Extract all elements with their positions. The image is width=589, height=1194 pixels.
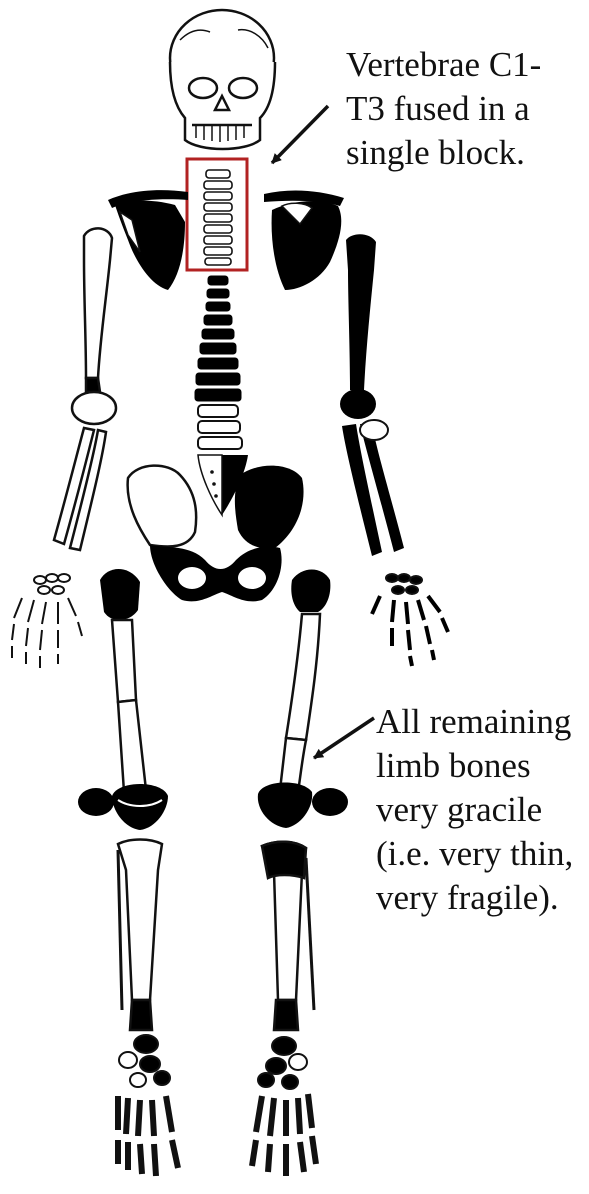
left-hand xyxy=(372,574,448,666)
left-arm xyxy=(340,234,404,556)
right-hand xyxy=(12,574,82,668)
right-arm xyxy=(54,228,116,550)
limbs-annotation-line-5: very fragile). xyxy=(376,876,573,920)
limbs-arrow xyxy=(314,718,374,758)
limbs-annotation-line-2: limb bones xyxy=(376,744,573,788)
limbs-annotation-line-3: very gracile xyxy=(376,788,573,832)
vertebrae-arrow xyxy=(272,106,328,163)
lumbar-vertebrae-absent xyxy=(198,405,242,449)
right-foot xyxy=(118,1035,178,1176)
vertebrae-annotation-line-1: Vertebrae C1- xyxy=(346,43,541,87)
lower-legs xyxy=(118,840,314,1031)
knees xyxy=(78,782,348,830)
limbs-annotation-line-1: All remaining xyxy=(376,700,573,744)
vertebrae-annotation: Vertebrae C1- T3 fused in a single block… xyxy=(346,43,541,175)
vertebrae-annotation-line-2: T3 fused in a xyxy=(346,87,541,131)
skull xyxy=(170,10,275,149)
vertebrae-annotation-line-3: single block. xyxy=(346,131,541,175)
limbs-annotation-line-4: (i.e. very thin, xyxy=(376,832,573,876)
limbs-annotation: All remaining limb bones very gracile (i… xyxy=(376,700,573,920)
lower-spine xyxy=(195,276,241,401)
femurs xyxy=(112,614,320,792)
fused-vertebrae-block xyxy=(204,170,232,265)
left-foot xyxy=(252,1037,316,1176)
